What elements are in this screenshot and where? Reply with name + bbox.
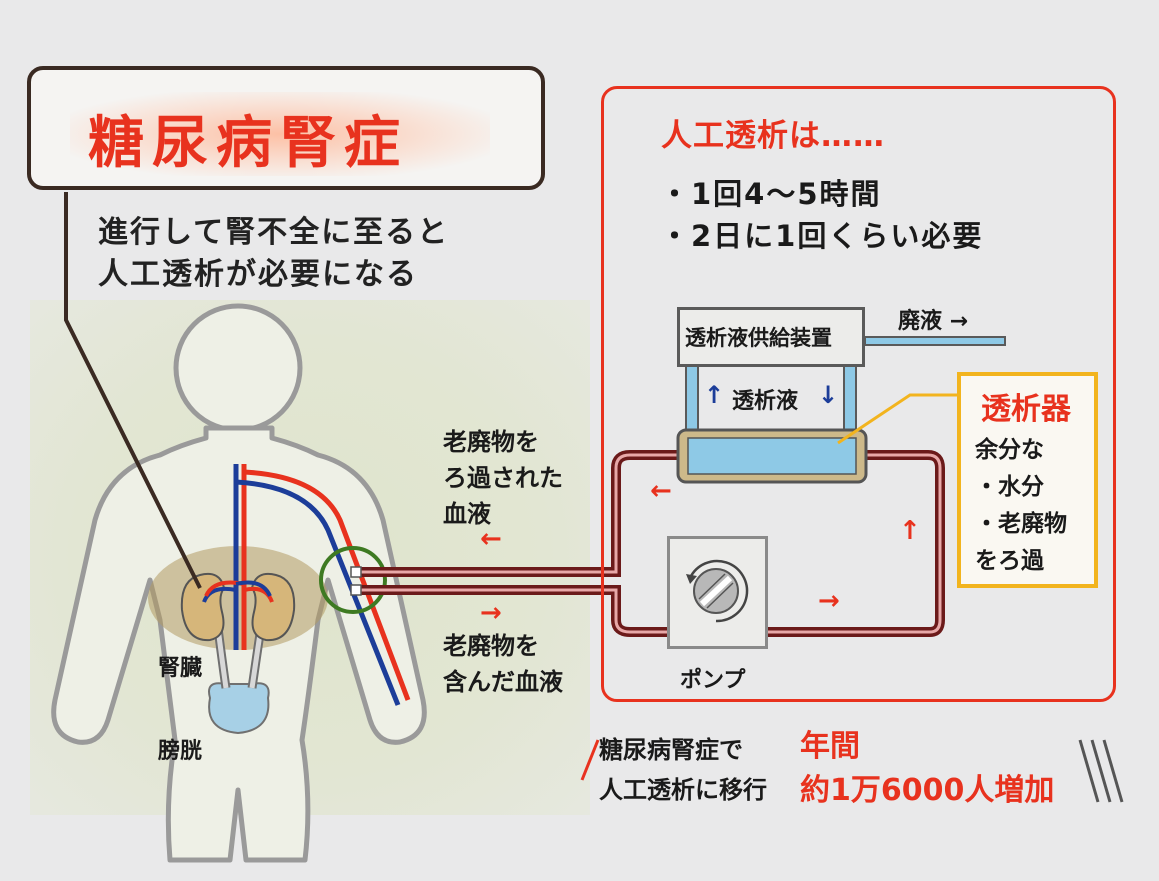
arrow-up-icon: ↑ xyxy=(899,516,921,546)
kidney-label: 腎臓 xyxy=(158,656,203,681)
panel-title: 人工透析は…… xyxy=(661,118,885,154)
leader-line xyxy=(64,192,202,589)
filtered-line-2: ろ過された xyxy=(443,464,563,492)
stat-left: 糖尿病腎症で 人工透析に移行 xyxy=(599,730,767,810)
pump-label: ポンプ xyxy=(680,668,746,693)
filtered-line-3: 血液 xyxy=(443,500,491,528)
description-line-1: 進行して腎不全に至ると xyxy=(98,215,450,250)
bladder-label: 膀胱 xyxy=(158,739,203,764)
waste-line-2: 含んだ血液 xyxy=(443,668,563,696)
waste-liquid-label: 廃液 → xyxy=(898,309,969,334)
waste-line-1: 老廃物を xyxy=(443,632,539,660)
stat-left-line-2: 人工透析に移行 xyxy=(599,776,767,804)
panel-bullet-1: ・1回4～5時間 xyxy=(660,177,882,211)
title-glow xyxy=(70,92,490,176)
dialysis-panel xyxy=(601,86,1116,702)
stat-right: 年間 約1万6000人増加 xyxy=(800,725,1054,813)
dialyzer-desc: 余分な ・水分 ・老廃物 をろ過 xyxy=(975,432,1067,580)
supply-device-box xyxy=(677,307,865,367)
description: 進行して腎不全に至ると 人工透析が必要になる xyxy=(98,212,449,296)
filtered-blood-label: 老廃物を ろ過された 血液 xyxy=(443,424,563,532)
pump-box xyxy=(667,536,768,649)
arrow-right-icon: → xyxy=(480,598,502,628)
panel-bullet-2: ・2日に1回くらい必要 xyxy=(660,219,984,253)
dialyzer-desc-3: ・老廃物 xyxy=(975,511,1067,537)
stat-right-line-1: 年間 xyxy=(800,729,860,764)
dialysate-label: 透析液 xyxy=(732,389,799,414)
description-line-2: 人工透析が必要になる xyxy=(98,257,418,292)
dialyzer-desc-2: ・水分 xyxy=(975,474,1044,500)
filtered-line-1: 老廃物を xyxy=(443,428,539,456)
arrow-left-icon-2: ← xyxy=(650,476,672,506)
arrow-right-icon-2: → xyxy=(818,586,840,616)
arrow-left-icon: ← xyxy=(480,524,502,554)
dialyzer-label-box xyxy=(957,372,1098,588)
waste-pipe xyxy=(864,336,1006,346)
dialyzer-leader xyxy=(837,393,957,445)
stat-right-line-2: 約1万6000人増加 xyxy=(800,773,1055,808)
shunt-circle xyxy=(319,546,387,614)
supply-device-label: 透析液供給装置 xyxy=(685,326,832,350)
artery-arm xyxy=(243,469,411,701)
arrow-up-blue-icon: ↑ xyxy=(704,381,725,409)
waste-blood-label: 老廃物を 含んだ血液 xyxy=(443,628,563,700)
stat-slash-left xyxy=(580,739,600,781)
page-title: 糖尿病腎症 xyxy=(88,111,408,176)
dialyzer-desc-1: 余分な xyxy=(975,437,1044,463)
dialyzer-desc-4: をろ過 xyxy=(975,548,1044,574)
vein-arm xyxy=(235,479,401,706)
dialyzer-title: 透析器 xyxy=(981,392,1071,427)
arrow-down-blue-icon: ↓ xyxy=(818,381,839,409)
stat-left-line-1: 糖尿病腎症で xyxy=(599,736,743,764)
bladder-shape xyxy=(208,682,270,735)
